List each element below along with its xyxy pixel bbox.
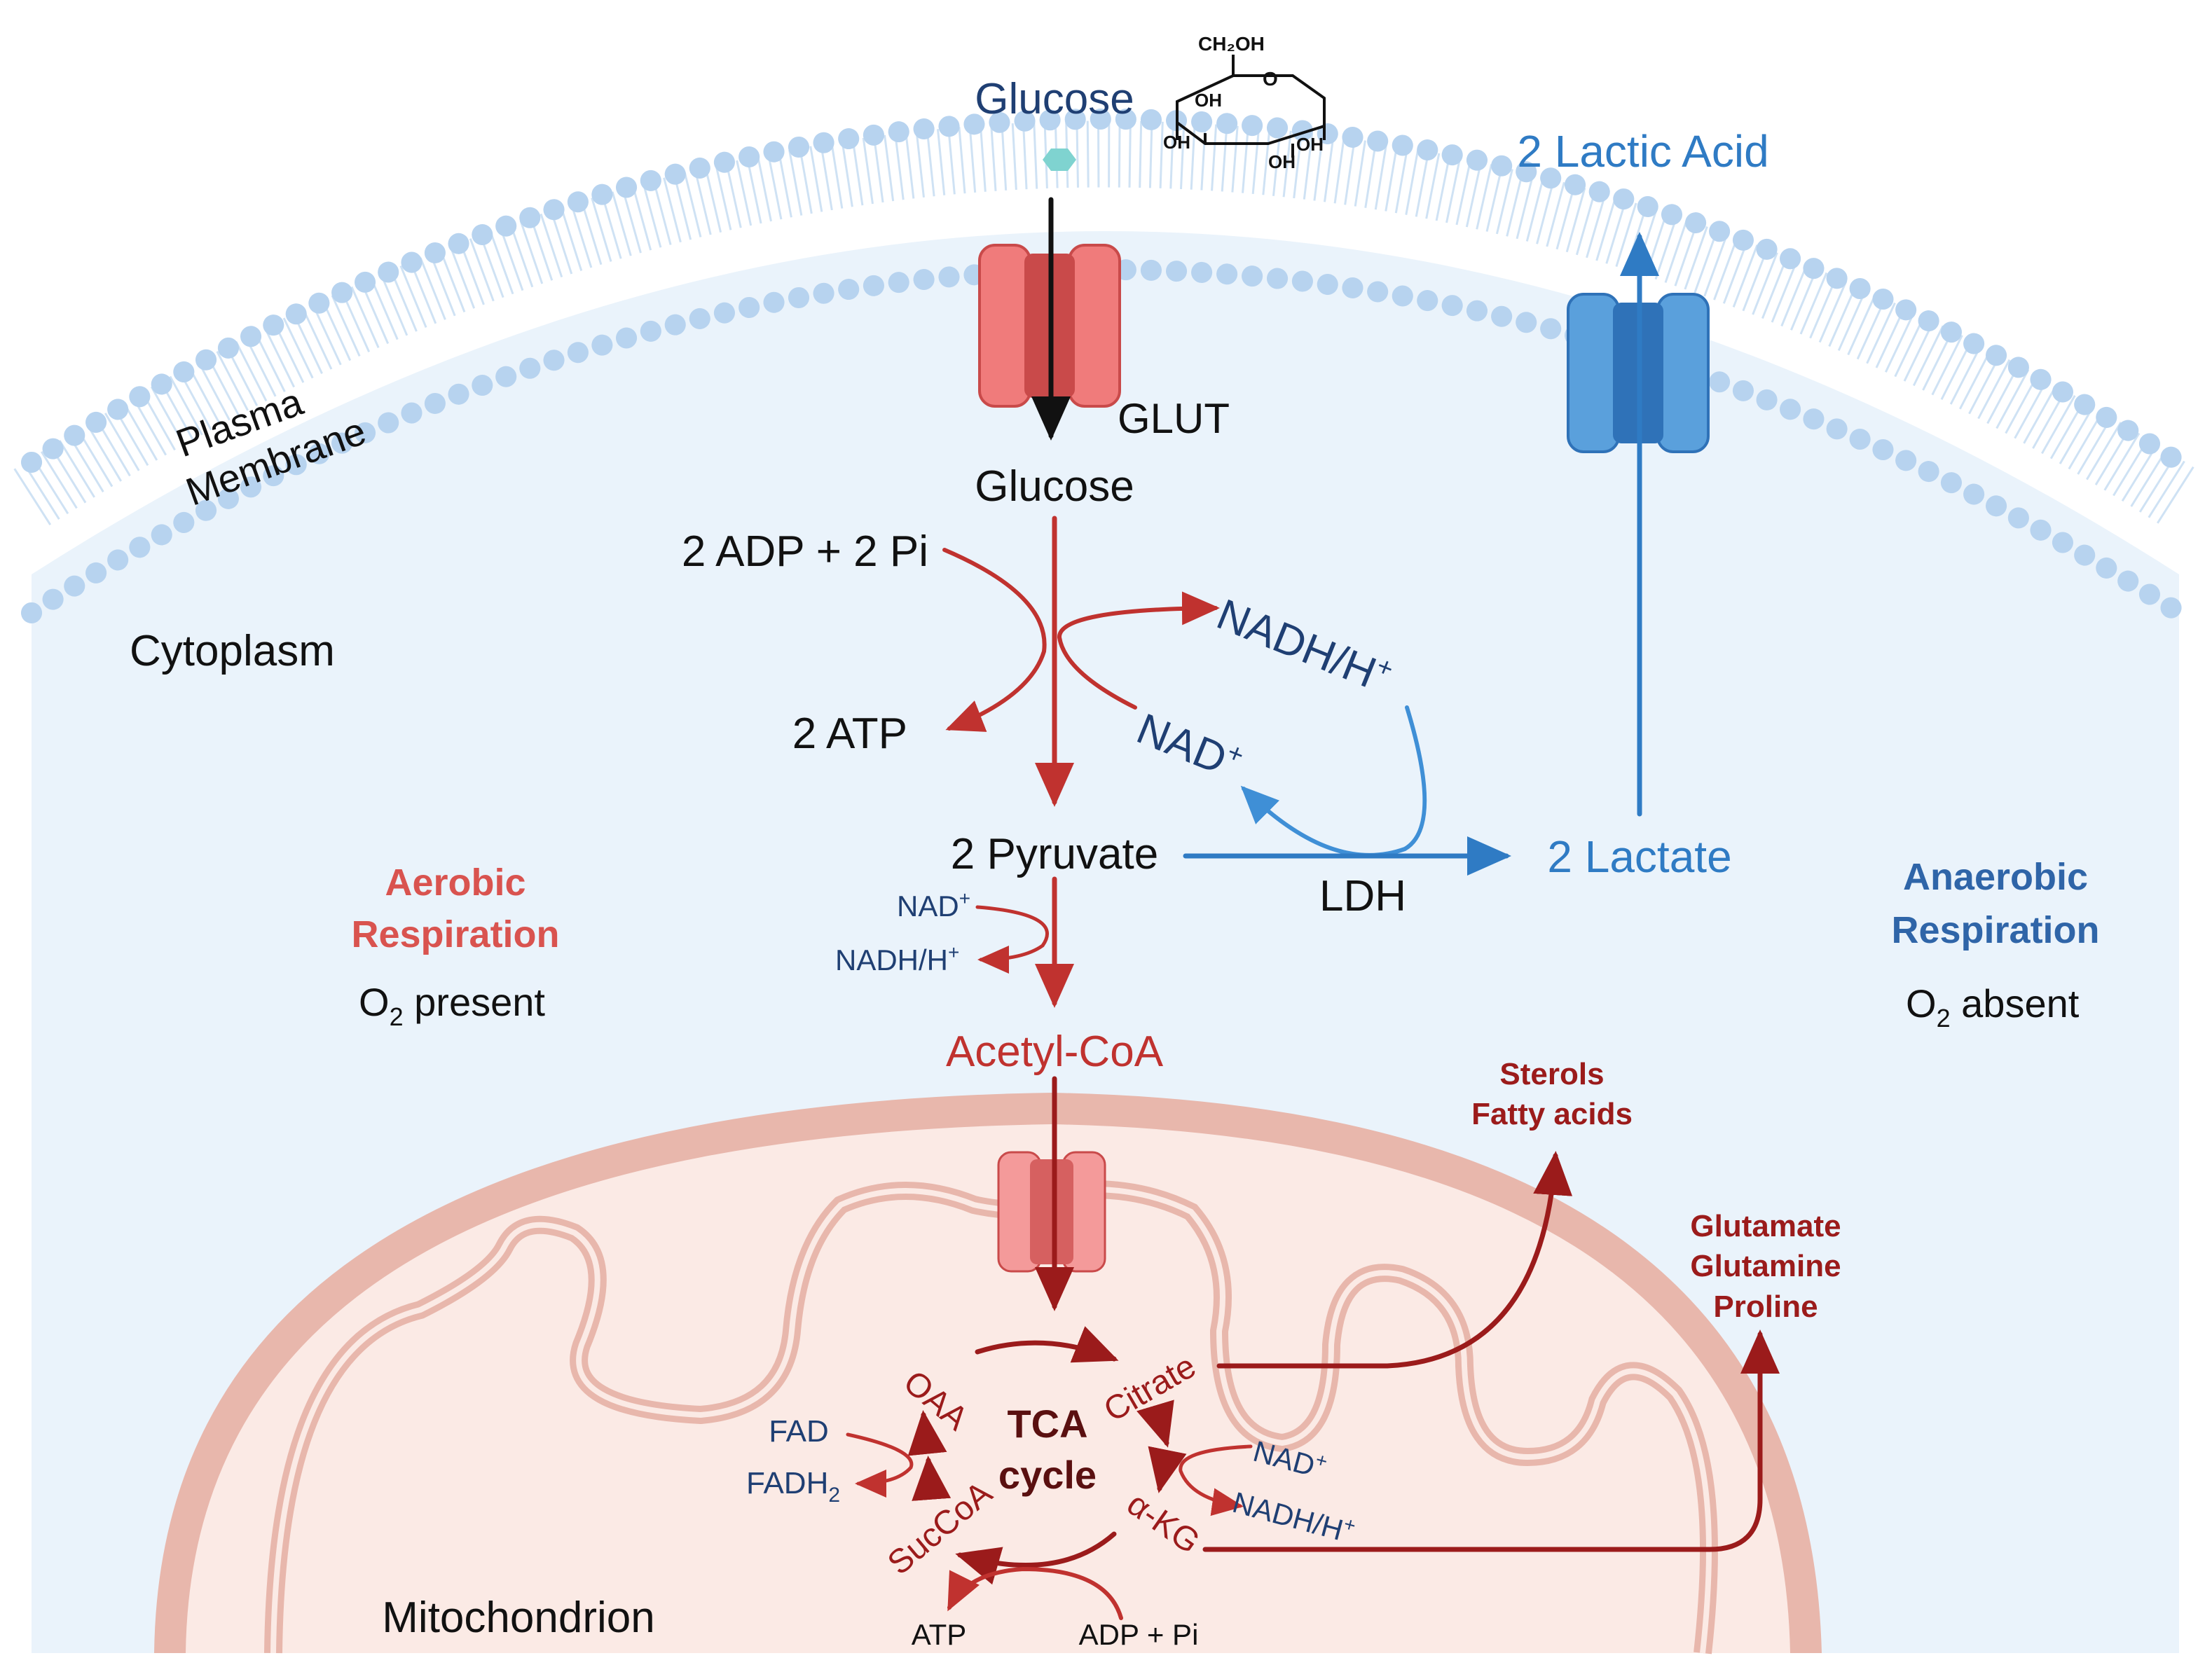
atp-product-label: 2 ATP	[792, 710, 907, 758]
oh-top-label: OH	[1195, 90, 1222, 111]
atp-tca-label: ATP	[912, 1618, 967, 1651]
tca-nad-arrow	[1179, 1444, 1253, 1516]
cytoplasm-label: Cytoplasm	[130, 627, 335, 675]
anaerobic-label-line2: Respiration	[1891, 909, 2099, 951]
succoa-to-oaa-arrow-2	[907, 1410, 947, 1456]
akg-export-arrow	[1202, 1329, 1780, 1552]
lactate-label: 2 Lactate	[1547, 831, 1731, 882]
glucose-inside-label: Glucose	[975, 462, 1134, 511]
citrate-to-akg-arrow-2	[1148, 1446, 1187, 1493]
glut-transporter-icon	[978, 244, 1121, 408]
adp-to-atp-arrow	[942, 548, 1047, 732]
o2-present-label: O2 present	[359, 980, 545, 1031]
glutamine-label: Glutamine	[1690, 1249, 1841, 1283]
fatty-acids-label: Fatty acids	[1471, 1097, 1633, 1131]
substrate-phosphorylation-arrow	[947, 1566, 1123, 1620]
succoa-to-oaa-arrow-1	[912, 1456, 952, 1501]
anaerobic-label-line1: Anaerobic	[1903, 856, 2088, 898]
pyruvate-label: 2 Pyruvate	[951, 830, 1158, 878]
fadh2-label: FADH2	[746, 1466, 840, 1507]
tca-label-line1: TCA	[1007, 1402, 1087, 1446]
hexagon-icon	[1043, 148, 1076, 171]
nadh-regeneration-arrow	[1240, 705, 1427, 857]
aerobic-label-line1: Aerobic	[385, 862, 525, 904]
fad-arrow	[846, 1432, 914, 1498]
oh-left-label: OH	[1163, 132, 1190, 153]
oh-right-label: OH	[1296, 134, 1324, 155]
ring-oxygen-label: O	[1263, 68, 1278, 90]
nad-to-nadh-arrow	[1057, 591, 1220, 710]
ldh-label: LDH	[1319, 872, 1406, 920]
acetyl-coa-label: Acetyl-CoA	[946, 1028, 1164, 1076]
adp-pi-tca-label: ADP + Pi	[1079, 1618, 1199, 1651]
glucose-outside-label: Glucose	[975, 75, 1134, 123]
akg-to-succoa-arrow	[955, 1531, 1117, 1585]
tca-label-line2: cycle	[998, 1453, 1097, 1497]
adp-pi-label: 2 ADP + 2 Pi	[682, 527, 928, 576]
glutamate-label: Glutamate	[1690, 1209, 1841, 1243]
sterols-label: Sterols	[1499, 1057, 1604, 1091]
ch2oh-label: CH₂OH	[1198, 33, 1265, 55]
glucose-ring-structure	[1176, 55, 1326, 158]
mitochondrion	[154, 1093, 1822, 1654]
citrate-export-arrow	[1216, 1151, 1573, 1369]
glut-label: GLUT	[1118, 395, 1230, 442]
mitochondrion-label: Mitochondrion	[382, 1594, 654, 1642]
pdh-nad-arrow	[975, 905, 1049, 974]
citrate-to-akg-arrow-1	[1136, 1400, 1174, 1448]
proline-label: Proline	[1713, 1290, 1818, 1324]
aerobic-label-line2: Respiration	[351, 913, 559, 955]
pdh-nadh-label: NADH/H+	[835, 941, 959, 976]
tca-entry-arrow	[975, 1326, 1119, 1363]
mitochondrial-carrier-icon	[997, 1151, 1106, 1273]
fad-label: FAD	[769, 1414, 829, 1449]
oh-bottom-label: OH	[1268, 151, 1296, 172]
lactic-acid-label: 2 Lactic Acid	[1517, 126, 1768, 177]
o2-absent-label: O2 absent	[1906, 981, 2080, 1032]
pdh-nad-label: NAD+	[897, 887, 970, 923]
